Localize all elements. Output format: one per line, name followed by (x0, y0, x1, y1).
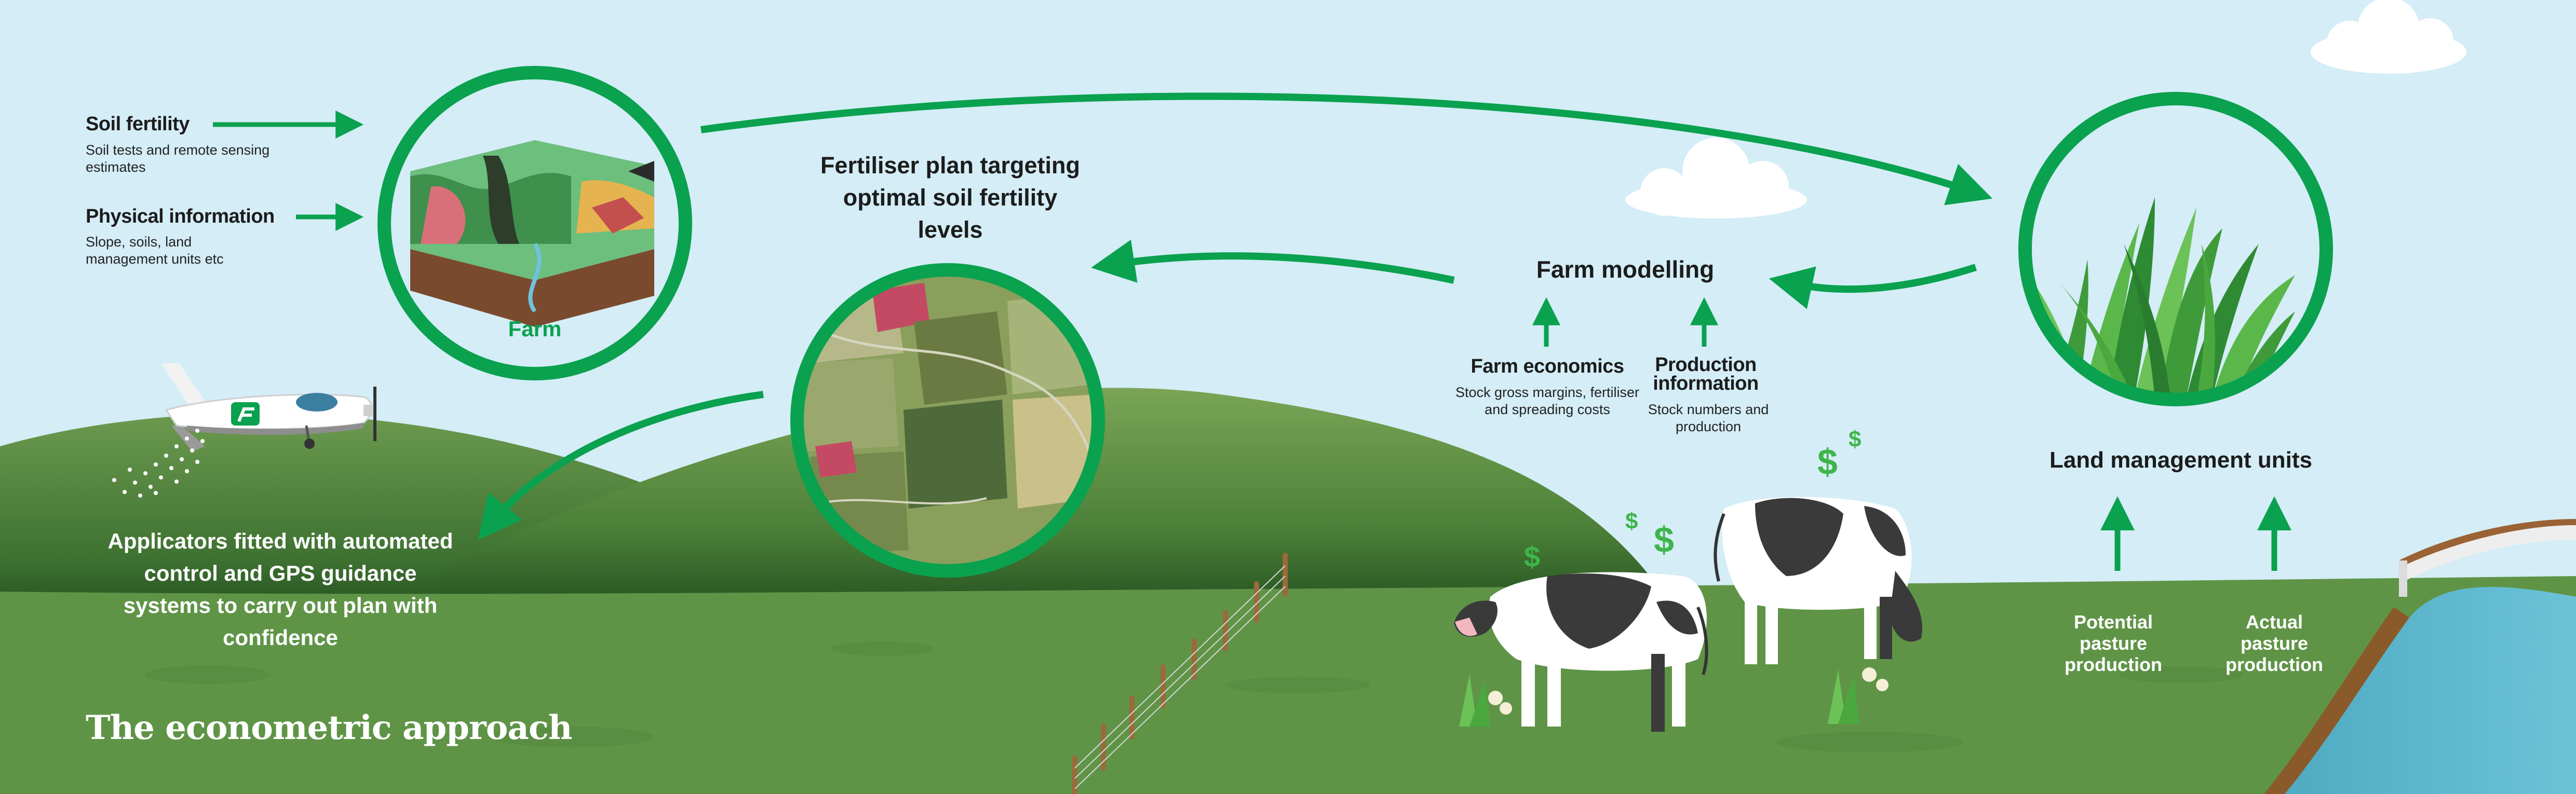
potential-pasture-production-label: Potential pasture production (2065, 611, 2162, 675)
field-texture (145, 641, 2243, 752)
soil-fertility-desc: Soil tests and remote sensing estimates (86, 142, 270, 175)
production-information-title: Production information (1653, 354, 1759, 394)
dollar-icon: $ (1849, 427, 1862, 452)
arrow-icon (478, 391, 764, 540)
arrow-icon (1769, 264, 1977, 309)
riverbank (2264, 607, 2409, 794)
dollar-icon: $ (1817, 442, 1838, 482)
clover-icon (1459, 667, 1889, 727)
dollar-icon: $ (1625, 509, 1638, 534)
farm-block-icon (377, 66, 692, 380)
aircraft-icon (161, 363, 376, 451)
soil-fertility-title: Soil fertility (86, 113, 190, 135)
grass-icon (2018, 92, 2333, 406)
farm-modelling-title: Farm modelling (1536, 256, 1715, 283)
dollar-icon: $ (1524, 540, 1541, 573)
cow-icon (1714, 497, 1922, 664)
aerial-map-icon (790, 263, 1105, 578)
cloud-icon (1625, 138, 1807, 218)
production-information-desc: Stock numbers and production (1648, 402, 1769, 434)
farm-economics-desc: Stock gross margins, fertiliser and spre… (1455, 385, 1640, 417)
fertiliser-plan-label: Fertiliser plan targeting optimal soil f… (820, 152, 1081, 243)
river (2285, 586, 2576, 794)
field (0, 576, 2576, 794)
physical-information-title: Physical information (86, 206, 275, 227)
land-management-units-label: Land management units (2049, 447, 2313, 473)
cloud-icon (2311, 0, 2466, 74)
physical-information-desc: Slope, soils, land management units etc (86, 234, 224, 267)
farm-label: Farm (508, 317, 562, 341)
spray-dots (112, 429, 205, 498)
bridge-icon (2399, 519, 2576, 597)
farm-economics-title: Farm economics (1471, 355, 1625, 377)
dollar-icon: $ (1654, 519, 1674, 560)
actual-pasture-production-label: Actual pasture production (2226, 611, 2323, 675)
applicators-label: Applicators fitted with automated contro… (107, 529, 453, 650)
cow-icon (1454, 572, 1708, 732)
arrow-icon (700, 92, 1993, 206)
page-title: The econometric approach (86, 708, 572, 747)
arrow-icon (1091, 239, 1455, 284)
fence-wire (1074, 565, 1286, 789)
